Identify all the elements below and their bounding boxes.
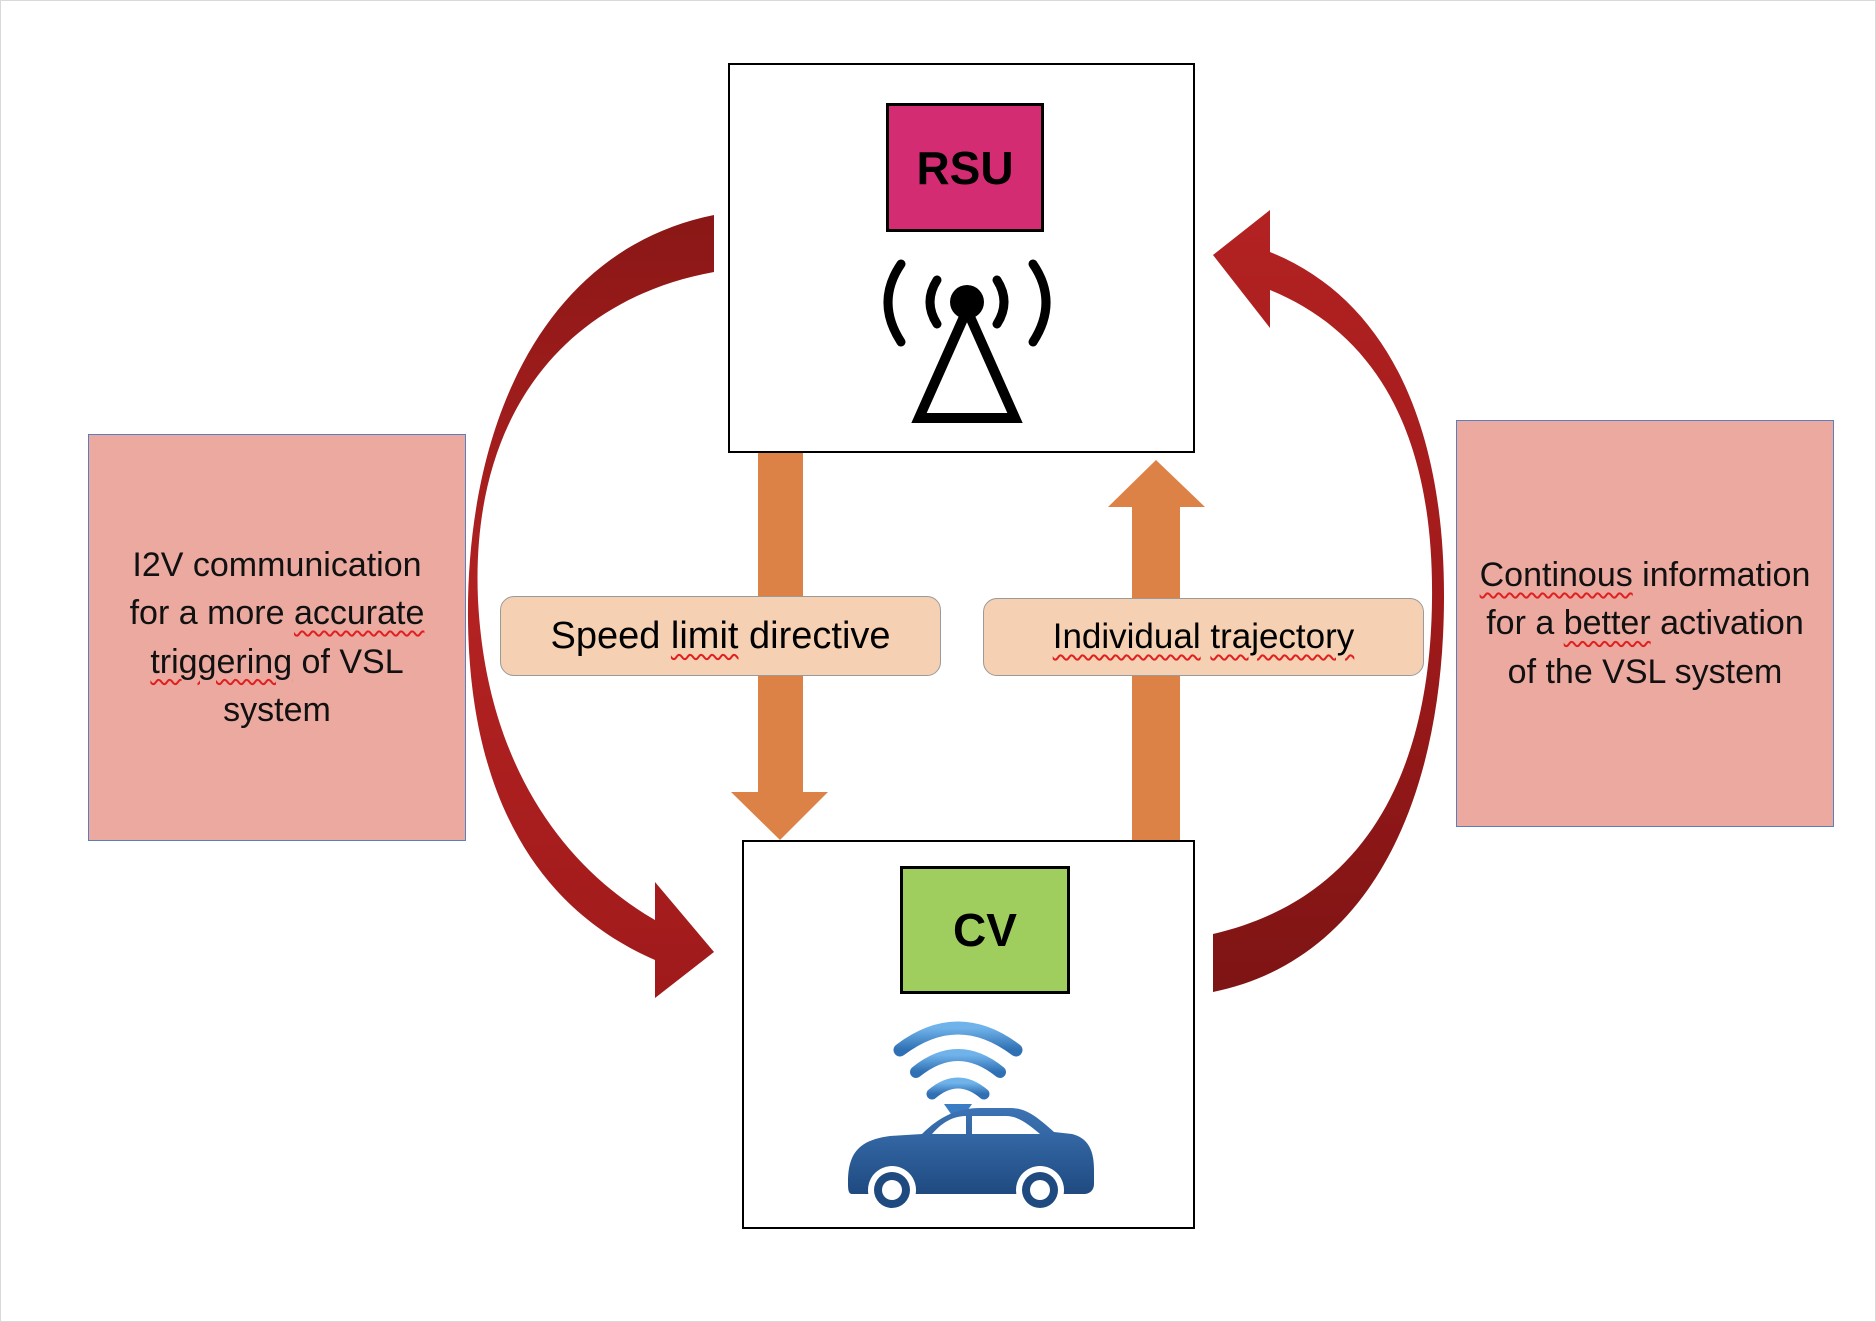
left-note-line-3: triggering of VSL: [130, 638, 425, 686]
left-note-line-2b: accurate: [293, 594, 425, 633]
right-note-line-1a: Continous: [1479, 556, 1633, 594]
downlink-word-3: limit: [670, 614, 739, 657]
individual-trajectory-label: Individual trajectory: [983, 598, 1424, 676]
left-note-line-2: for a more accurate: [130, 589, 425, 637]
left-note-line-1: I2V communication: [132, 545, 422, 584]
right-note-line-2a: for a: [1486, 604, 1564, 643]
right-note-line-2: for a better activation: [1480, 599, 1811, 647]
left-note-text: I2V communication for a more accurate tr…: [130, 541, 425, 734]
connected-car-icon: [848, 1021, 1094, 1214]
left-note-line-2a: for a more: [129, 594, 294, 633]
right-note-line-2c: activation: [1650, 604, 1804, 643]
uplink-word-3: trajectory: [1210, 617, 1355, 656]
uplink-space: [1201, 617, 1211, 657]
left-curved-arrow-icon: [467, 215, 714, 998]
right-note-line-1: Continous information: [1480, 551, 1811, 599]
right-note-text: Continous information for a better activ…: [1480, 551, 1811, 696]
left-note-line-4: system: [223, 690, 331, 729]
speed-limit-directive-label: Speed limit directive: [500, 596, 941, 676]
cv-panel: CV: [742, 840, 1195, 1229]
wifi-signal-icon: [893, 1021, 1023, 1100]
rsu-label: RSU: [886, 103, 1044, 232]
left-note-line-3a: triggering: [150, 642, 293, 681]
rsu-panel: RSU: [728, 63, 1195, 453]
downlink-space-1: [660, 615, 671, 658]
uplink-word-1: Individual: [1052, 617, 1201, 656]
left-note-line-3b: of VSL: [292, 642, 404, 681]
right-note-line-3: of the VSL system: [1507, 652, 1783, 691]
radio-tower-icon: [857, 250, 1077, 450]
right-note-box: Continous information for a better activ…: [1456, 420, 1834, 827]
left-note-box: I2V communication for a more accurate tr…: [88, 434, 466, 841]
right-note-line-2b: better: [1563, 604, 1651, 643]
downlink-word-1: Speed: [550, 614, 661, 657]
downlink-word-4: directive: [738, 614, 891, 657]
cv-label: CV: [900, 866, 1070, 994]
right-note-line-1b: information: [1632, 556, 1811, 594]
